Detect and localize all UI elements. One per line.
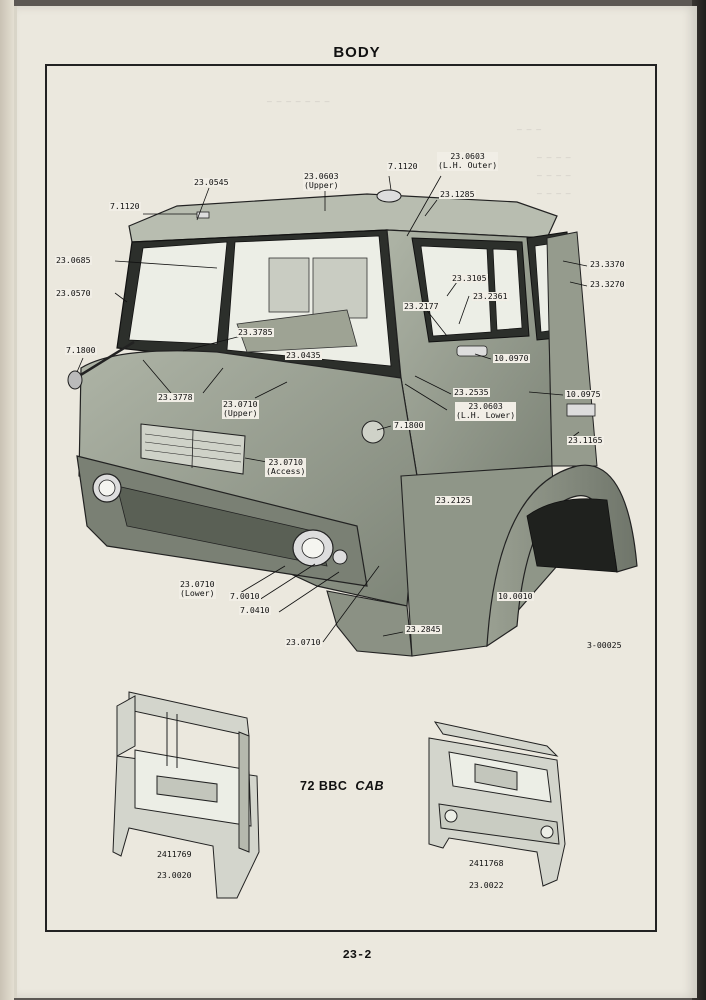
- callout-23-2361: 23.2361: [472, 291, 509, 302]
- callout-10-0975: 10.0975: [565, 389, 602, 400]
- callout-23-0710-bottom: 23.0710: [285, 637, 322, 648]
- left-panel-ref: 23.0020: [157, 870, 192, 880]
- callout-23-0570: 23.0570: [55, 288, 92, 299]
- callout-7-0410: 7.0410: [239, 605, 271, 616]
- callout-number: 23.0603: [450, 151, 485, 161]
- callout-23-1285: 23.1285: [439, 189, 476, 200]
- cab-model-title: 72 BBC CAB: [300, 779, 384, 793]
- callout-7-1800-right: 7.1800: [393, 420, 425, 431]
- callout-7-1800-left: 7.1800: [65, 345, 97, 356]
- callout-23-3370: 23.3370: [589, 259, 626, 270]
- callout-23-0685: 23.0685: [55, 255, 92, 266]
- rear-panel-drawing-right: [428, 721, 566, 887]
- leader-lines: [76, 175, 588, 643]
- rear-panel-drawing-left: [112, 691, 260, 899]
- callout-qualifier: (Lower): [180, 588, 215, 599]
- book-binding: [0, 0, 14, 1000]
- callout-23-0603-lh-outer: 23.0603 (L.H. Outer): [437, 151, 499, 171]
- callout-23-3105: 23.3105: [451, 273, 488, 284]
- left-panel-part-number: 2411769: [157, 849, 192, 859]
- cab-model: 72 BBC: [300, 779, 348, 793]
- callout-23-3778: 23.3778: [157, 392, 194, 403]
- callout-qualifier: (L.H. Lower): [456, 410, 516, 421]
- callout-qualifier: (Upper): [304, 180, 339, 191]
- callout-23-0710-upper: 23.0710 (Upper): [222, 399, 259, 419]
- callout-23-0710-lower: 23.0710 (Lower): [179, 579, 216, 599]
- callout-23-0603-lh-lower: 23.0603 (L.H. Lower): [455, 401, 517, 421]
- callout-23-3270: 23.3270: [589, 279, 626, 290]
- callout-number: 23.0603: [468, 401, 503, 411]
- bleed-through-text: — — — —: [537, 190, 571, 199]
- page-number: 23-2: [342, 948, 372, 962]
- callout-23-0545: 23.0545: [193, 177, 230, 188]
- illustration-frame: [45, 64, 657, 932]
- bleed-through-text: — — —: [517, 126, 542, 135]
- callout-23-0435: 23.0435: [285, 350, 322, 361]
- callout-qualifier: (Access): [266, 466, 306, 477]
- right-panel-part-number: 2411768: [469, 858, 504, 868]
- bleed-through-text: — — — — — — —: [267, 98, 330, 107]
- bleed-through-text: — — — —: [537, 172, 571, 181]
- callout-23-0603-upper: 23.0603 (Upper): [303, 171, 340, 191]
- callout-23-3785: 23.3785: [237, 327, 274, 338]
- callout-10-0970: 10.0970: [493, 353, 530, 364]
- callout-23-0710-access: 23.0710 (Access): [265, 457, 307, 477]
- callout-23-2845: 23.2845: [405, 624, 442, 635]
- callout-qualifier: (Upper): [223, 408, 258, 419]
- catalog-page: BODY — — — — — — — — — — — — — — — — — —…: [14, 6, 697, 998]
- callout-number: 23.0603: [304, 171, 339, 181]
- cab-word: CAB: [355, 779, 385, 793]
- windshield-left-pane: [128, 241, 228, 345]
- callout-23-2535: 23.2535: [453, 387, 490, 398]
- callout-23-1165: 23.1165: [567, 435, 604, 446]
- callout-number: 23.0710: [268, 457, 303, 467]
- callout-10-0010: 10.0010: [497, 591, 534, 602]
- callout-7-1120-left: 7.1120: [109, 201, 141, 212]
- callout-23-2125: 23.2125: [435, 495, 472, 506]
- page-title: BODY: [333, 44, 381, 61]
- callout-7-0010: 7.0010: [229, 591, 261, 602]
- callout-7-1120-top: 7.1120: [387, 161, 419, 172]
- roof-lamp: [376, 189, 402, 203]
- callout-23-2177: 23.2177: [403, 301, 440, 312]
- callout-qualifier: (L.H. Outer): [438, 160, 498, 171]
- callout-number: 23.0710: [223, 399, 258, 409]
- cab-illustration: [67, 175, 638, 899]
- callout-number: 23.0710: [180, 579, 215, 589]
- bleed-through-text: — — — —: [537, 154, 571, 163]
- right-panel-ref: 23.0022: [469, 880, 504, 890]
- figure-code: 3-00025: [587, 640, 622, 650]
